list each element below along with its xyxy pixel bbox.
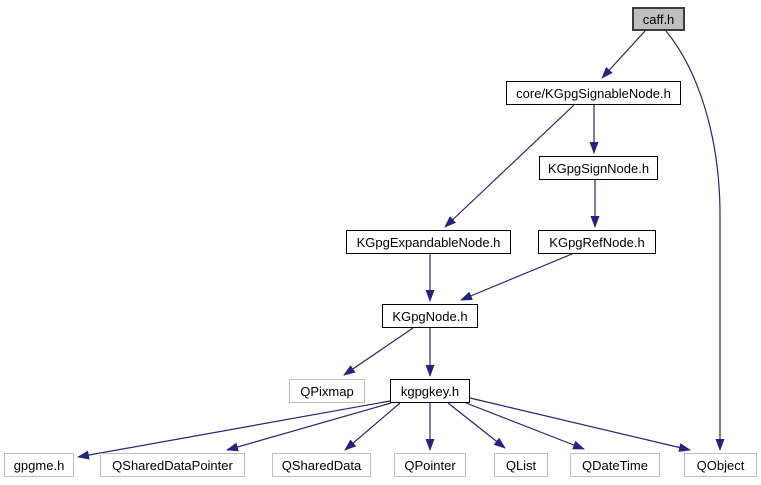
node-qpointer: QPointer — [394, 453, 466, 477]
node-core-kgpgsignablenode-h[interactable]: core/KGpgSignableNode.h — [506, 81, 681, 105]
edge-kgpgkey-to-qshareddatapointer — [226, 402, 392, 452]
edge-kgpgkey-to-qlist — [447, 402, 506, 449]
node-kgpgkey-h[interactable]: kgpgkey.h — [390, 379, 470, 403]
edge-kgpgnode-to-qpixmap — [343, 327, 414, 376]
node-qobject: QObject — [684, 453, 757, 477]
node-kgpgnode-h[interactable]: KGpgNode.h — [382, 304, 478, 328]
edge-signablenode-to-expandablenode — [444, 104, 575, 228]
node-caff-h: caff.h — [632, 7, 685, 31]
edge-kgpgkey-to-qshareddata — [344, 402, 401, 451]
edge-kgpgkey-to-gpgme — [77, 400, 391, 460]
node-qshareddatapointer: QSharedDataPointer — [100, 453, 245, 477]
edge-caff-to-qobject — [665, 30, 725, 451]
node-kgpgsignnode-h[interactable]: KGpgSignNode.h — [539, 156, 658, 180]
node-qpixmap: QPixmap — [289, 379, 365, 403]
node-kgpgrefnode-h[interactable]: KGpgRefNode.h — [538, 230, 656, 254]
edge-kgpgkey-to-qobject — [469, 397, 691, 452]
node-qlist: QList — [494, 453, 548, 477]
edge-refnode-to-kgpgnode — [460, 253, 573, 301]
node-kgpgexpandablenode-h[interactable]: KGpgExpandableNode.h — [346, 230, 511, 254]
node-qshareddata: QSharedData — [272, 453, 371, 477]
edge-caff-to-signablenode — [601, 30, 646, 79]
edge-kgpgkey-to-qdatetime — [465, 402, 585, 450]
node-gpgme-h: gpgme.h — [4, 453, 74, 477]
node-qdatetime: QDateTime — [570, 453, 660, 477]
